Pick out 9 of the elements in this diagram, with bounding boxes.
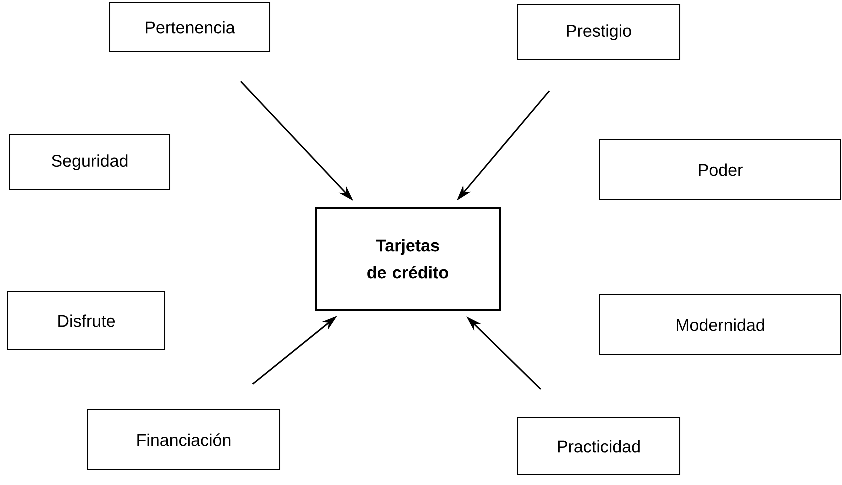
- concept-box: Seguridad: [10, 134, 170, 190]
- concept-box: Practicidad: [518, 418, 680, 476]
- central-box: Tarjetas de crédito: [315, 207, 501, 311]
- concept-box: Modernidad: [600, 294, 842, 356]
- concept-box: Pertenencia: [110, 2, 270, 52]
- concept-box: Poder: [600, 140, 842, 200]
- concept-box: Disfrute: [8, 292, 166, 350]
- concept-box: Financiación: [88, 410, 280, 470]
- concept-box: Prestigio: [518, 4, 680, 60]
